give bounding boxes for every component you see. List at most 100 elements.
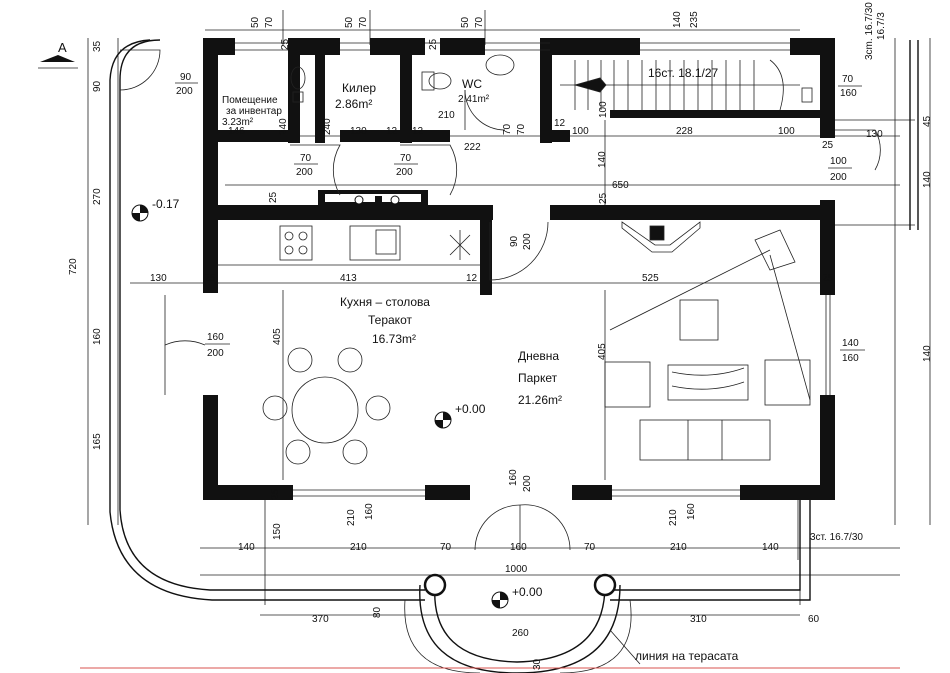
doors — [119, 49, 881, 560]
dim-text: 50 — [344, 16, 355, 28]
dim-text: 650 — [612, 180, 629, 191]
level-terrace-label: +0.00 — [512, 585, 543, 599]
dim-text: 25 — [822, 140, 834, 151]
room-wc-name: WC — [462, 77, 482, 91]
dim-text: 12 — [386, 126, 398, 137]
dim-text: 140 — [922, 345, 933, 362]
dim-text: 160 — [686, 503, 697, 520]
dim-text: 45 — [922, 115, 933, 127]
staircase — [560, 59, 813, 111]
dim-text: 240 — [322, 118, 333, 135]
dim-text: 370 — [312, 614, 329, 625]
dim-text: 25 — [598, 192, 609, 204]
dim-text: 1000 — [505, 564, 528, 575]
room-pantry-name: Помещение — [222, 95, 278, 106]
dim-text: 720 — [68, 258, 79, 275]
dim-text: 525 — [642, 273, 659, 284]
dims-row3: 130 25 413 12 525 25 405 405 — [150, 273, 834, 360]
dim-text: 12 — [466, 273, 478, 284]
opening-w: 70 — [300, 153, 312, 164]
dim-text: 70 — [264, 16, 275, 28]
dim-text: 413 — [340, 273, 357, 284]
dining-set — [262, 347, 391, 465]
top-right-steps-label: 3cm. 16.7/30 — [864, 2, 875, 60]
dim-text: 140 — [597, 151, 608, 168]
dim-text: 60 — [808, 614, 820, 625]
dim-text: 50 — [460, 16, 471, 28]
dims-right: 45 140 140 16.7/3 — [876, 12, 933, 362]
level-entry-label: -0.17 — [152, 197, 180, 211]
dims-row4: 25 210 160 160 200 210 160 — [270, 469, 697, 526]
dim-text: 140 — [922, 171, 933, 188]
opening-w: 90 — [180, 72, 192, 83]
dim-text: 80 — [372, 606, 383, 618]
dim-text: 130 — [150, 273, 167, 284]
opening-labels: 90 200 70 200 70 200 100 200 70 160 160 … — [175, 72, 865, 364]
opening-h: 200 — [396, 167, 413, 178]
opening-h: 200 — [522, 233, 533, 250]
room-kitchen-area: 16.73m² — [372, 332, 416, 346]
dim-text: 100 — [778, 126, 795, 137]
walls — [203, 38, 835, 500]
dim-text: 210 — [668, 509, 679, 526]
opening-w: 90 — [509, 235, 520, 247]
room-pantry: Помещение за инвентар 3.23m² — [222, 95, 282, 128]
room-cellar-area: 2.86m² — [335, 97, 372, 111]
room-kitchen: Кухня – столова Теракот 16.73m² — [340, 295, 430, 346]
dims-row1: 146 240 240 130 12 12 210 222 70 12 100 … — [228, 110, 883, 153]
section-marker — [38, 55, 78, 69]
dim-text: 405 — [272, 328, 283, 345]
dim-text: 50 — [250, 16, 261, 28]
dim-text: 210 — [670, 542, 687, 553]
dim-text: 200 — [522, 475, 533, 492]
dim-text: 70 — [358, 16, 369, 28]
dim-text: 130 — [866, 129, 883, 140]
dim-text: 235 — [689, 11, 700, 28]
room-pantry-name2: за инвентар — [226, 106, 282, 117]
dim-text: 70 — [516, 123, 527, 135]
room-living: Дневна Паркет 21.26m² — [518, 349, 562, 407]
dim-text: 165 — [92, 433, 103, 450]
dim-text: 70 — [584, 542, 596, 553]
dim-text: 228 — [676, 126, 693, 137]
dim-text: 140 — [762, 542, 779, 553]
room-wc-area: 2.41m² — [458, 94, 490, 105]
dim-text: 100 — [598, 101, 609, 118]
section-label: A — [58, 40, 67, 55]
dim-text: 25 — [270, 488, 281, 500]
dim-text: 222 — [464, 142, 481, 153]
opening-h: 200 — [176, 86, 193, 97]
dims-row7: 370 80 260 310 60 30 — [312, 606, 820, 670]
dim-text: 70 — [440, 542, 452, 553]
dims-left: 35 90 270 720 160 165 — [68, 40, 103, 450]
dims-top: 50 70 25 50 70 25 50 70 140 235 — [250, 11, 700, 50]
dim-text: 160 — [92, 328, 103, 345]
dim-text: 160 — [508, 469, 519, 486]
dims-row6: 1000 — [505, 564, 528, 575]
kitchen-counter — [218, 225, 480, 266]
dim-text: 130 — [350, 126, 367, 137]
opening-w: 70 — [400, 153, 412, 164]
opening-h: 200 — [207, 348, 224, 359]
room-living-area: 21.26m² — [518, 393, 562, 407]
dim-text: 310 — [690, 614, 707, 625]
dim-text: 25 — [204, 273, 216, 284]
opening-h: 200 — [296, 167, 313, 178]
dim-text: 35 — [92, 40, 103, 52]
dim-text: 100 — [572, 126, 589, 137]
dim-text: 90 — [92, 80, 103, 92]
dim-text: 405 — [597, 343, 608, 360]
room-kitchen-floor: Теракот — [368, 313, 412, 327]
wc-fixtures — [290, 54, 515, 103]
dim-text: 12 — [412, 126, 424, 137]
dim-text: 25 — [822, 273, 834, 284]
room-kitchen-name: Кухня – столова — [340, 295, 430, 309]
dim-text: 160 — [510, 542, 527, 553]
dim-text: 270 — [92, 188, 103, 205]
level-main-label: +0.00 — [455, 402, 486, 416]
dim-text: 16.7/3 — [876, 12, 887, 40]
opening-w: 140 — [842, 338, 859, 349]
dim-text: 150 — [272, 523, 283, 540]
room-living-floor: Паркет — [518, 371, 558, 385]
